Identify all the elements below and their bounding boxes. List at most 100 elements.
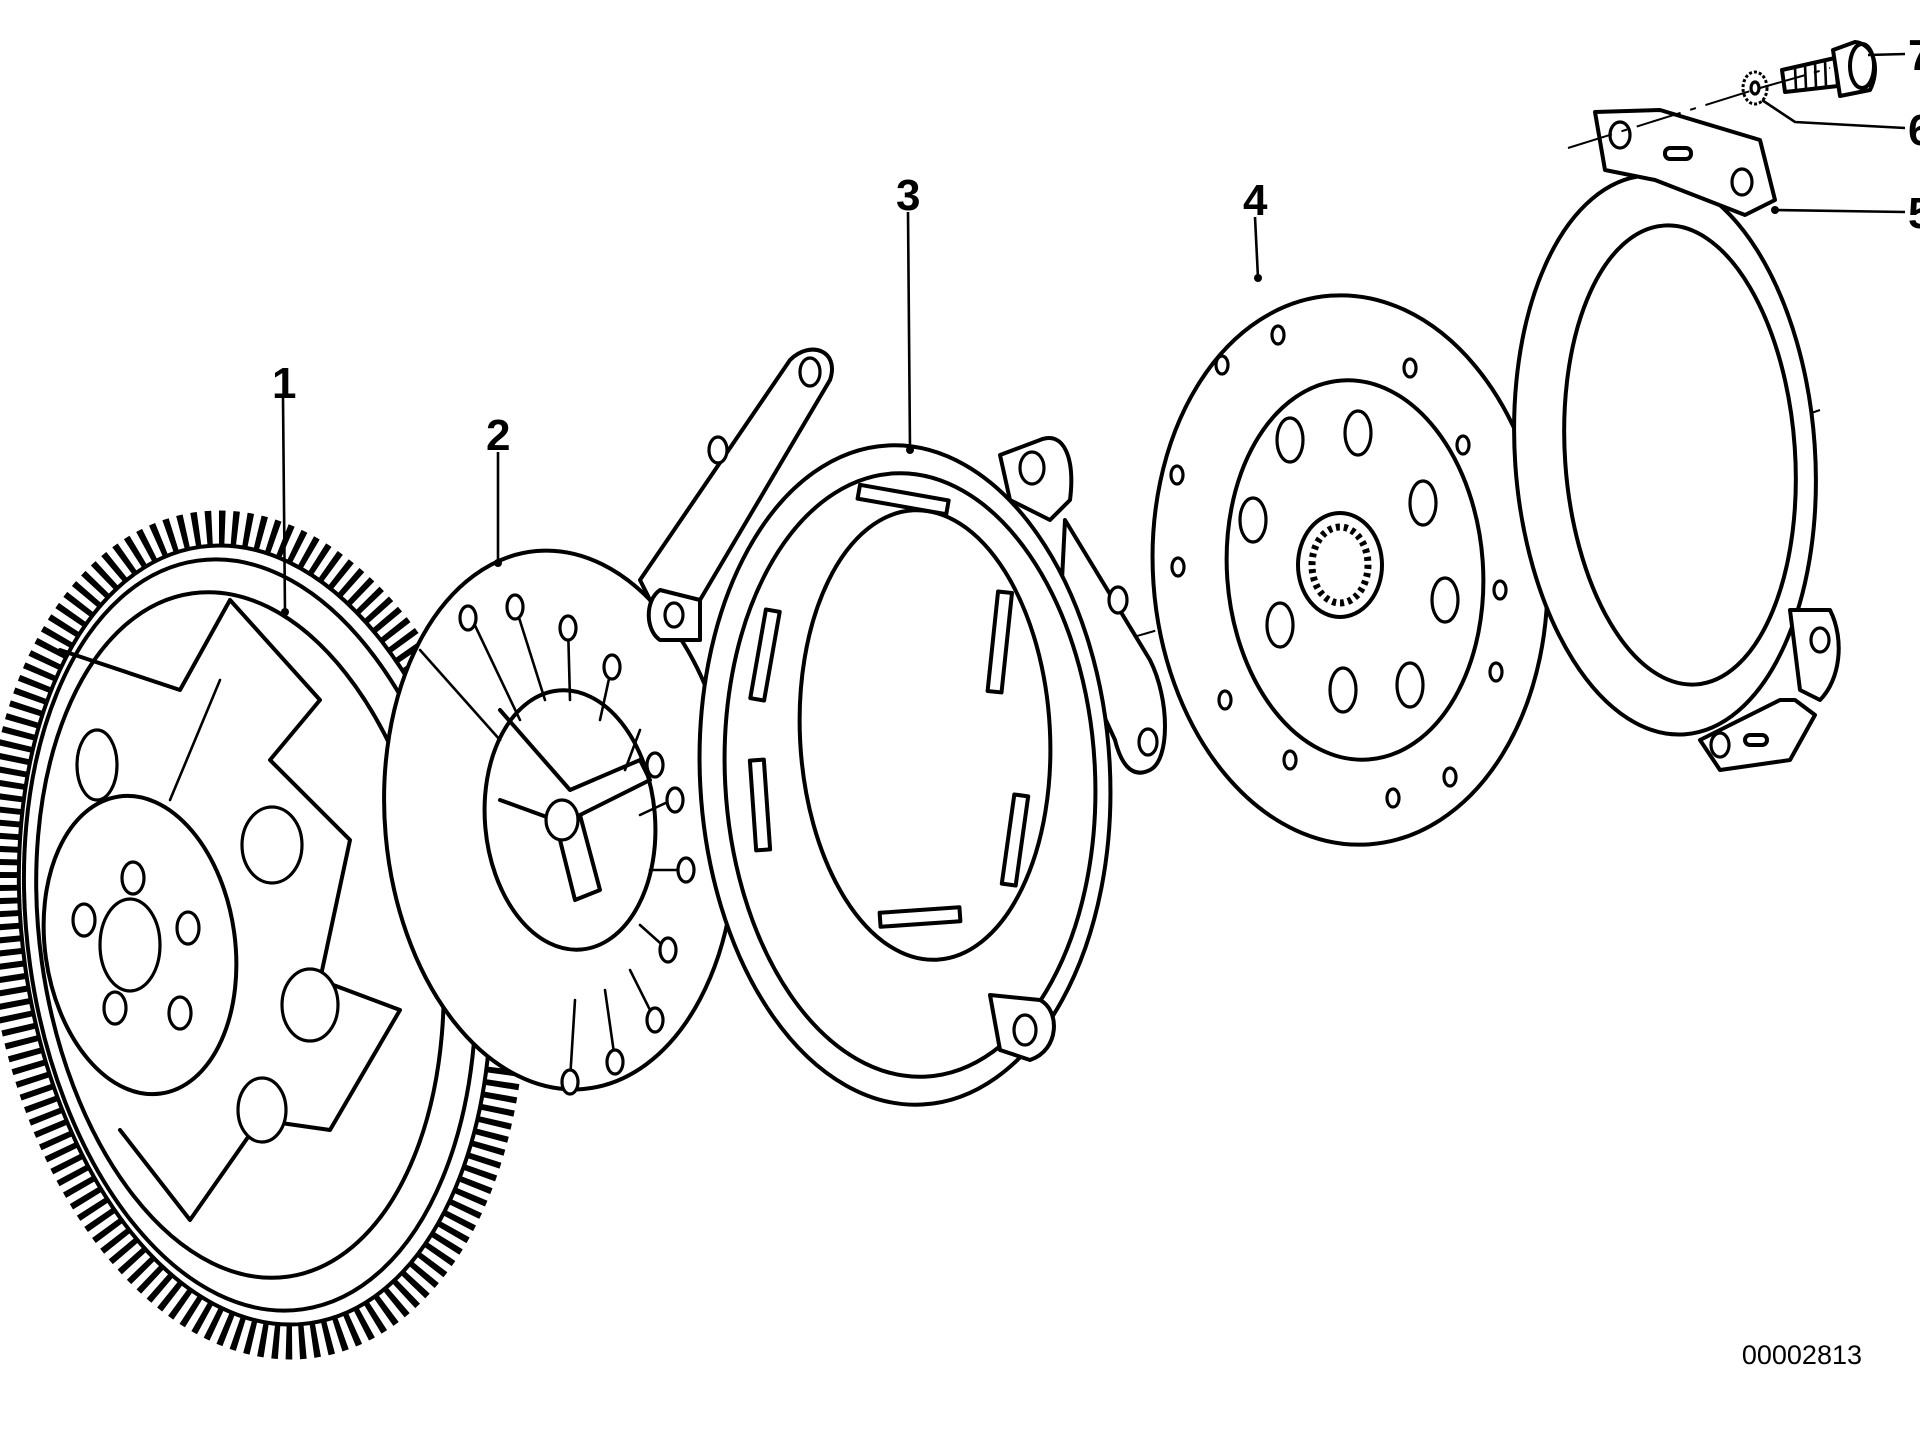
- pressure-plate-slot: [877, 905, 963, 929]
- friction-plate-bolt-hole: [1488, 661, 1504, 683]
- part-4-friction-plate[interactable]: [1134, 282, 1565, 858]
- clutch-disc-rivet: [605, 1048, 625, 1076]
- clutch-disc-spring-arm: [498, 708, 652, 902]
- lock-washer-hole: [1749, 80, 1761, 96]
- strap-hole: [1137, 727, 1159, 757]
- pressure-plate-slot: [748, 607, 782, 703]
- friction-plate-hole: [1265, 601, 1295, 649]
- leader-line-3: [906, 211, 912, 451]
- part-2-clutch-disc[interactable]: [362, 536, 758, 1104]
- screw-head-face: [1848, 42, 1876, 90]
- friction-plate-bolt-hole: [1214, 354, 1230, 376]
- friction-plate-inner: [1224, 378, 1486, 762]
- part-label-6: 6: [1908, 106, 1920, 155]
- clutch-disc-rivet: [676, 856, 696, 884]
- leader-line-1: [281, 397, 287, 613]
- tab-hole: [1809, 626, 1831, 654]
- friction-plate-hole: [1408, 479, 1438, 527]
- clutch-disc-rivet: [602, 653, 622, 681]
- friction-plate-bolt-hole: [1169, 464, 1185, 486]
- pressure-plate-slot: [747, 757, 773, 853]
- part-label-1: 1: [272, 359, 296, 408]
- flywheel-detail-line: [168, 678, 222, 802]
- flywheel-lightening-hole: [75, 728, 119, 802]
- part-label-2: 2: [486, 411, 510, 460]
- clutch-cover-right-tab: [1788, 608, 1841, 702]
- friction-plate-bolt-hole: [1170, 556, 1186, 578]
- pressure-plate-upper-strap: [638, 347, 834, 622]
- clutch-disc-center-hole: [544, 798, 580, 842]
- clutch-disc-rivet: [558, 614, 578, 642]
- part-7-screw[interactable]: [1780, 40, 1877, 98]
- pressure-plate-right-strap: [1058, 518, 1167, 775]
- fastener-axis: [1567, 87, 1761, 149]
- friction-plate-spline: [1308, 523, 1372, 607]
- clutch-disc-rivet: [560, 1068, 580, 1096]
- friction-plate-hole: [1275, 416, 1305, 464]
- friction-plate-hole: [1328, 666, 1358, 714]
- part-label-5: 5: [1908, 189, 1920, 238]
- friction-plate-bolt-hole: [1402, 357, 1418, 379]
- pressure-plate-ridge: [722, 471, 1098, 1079]
- flywheel-lightening-hole: [240, 805, 304, 885]
- tab-hole: [1730, 167, 1754, 197]
- friction-plate-bolt-hole: [1385, 787, 1401, 809]
- screw-thread: [1780, 56, 1840, 94]
- fastener-axis: [1759, 67, 1831, 89]
- leader-line-4: [1253, 216, 1260, 279]
- flywheel-center-bore: [98, 897, 162, 993]
- leader-line-7: [1867, 52, 1906, 57]
- thread-line: [1803, 63, 1808, 90]
- clutch-disc-rivet: [658, 936, 678, 964]
- lug-hole: [1012, 1013, 1038, 1047]
- tab-hole: [1608, 120, 1632, 150]
- friction-plate-bolt-hole: [1492, 579, 1508, 601]
- friction-plate-bolt-hole: [1217, 689, 1233, 711]
- flywheel-bolt-hole: [102, 990, 128, 1026]
- clutch-disc-rivet: [505, 593, 525, 621]
- part-5-clutch-cover[interactable]: [1496, 108, 1841, 772]
- friction-plate-hole: [1395, 661, 1425, 709]
- pressure-plate-slot: [999, 792, 1031, 888]
- part-label-4: 4: [1243, 176, 1268, 225]
- flywheel-hub: [41, 793, 239, 1097]
- lug-hole: [663, 601, 685, 629]
- leader-line-6: [1761, 98, 1906, 130]
- tab-slot: [1743, 733, 1769, 747]
- friction-plate-bolt-hole: [1455, 434, 1471, 456]
- flywheel-bolt-hole: [71, 902, 97, 938]
- tab-hole: [1709, 731, 1731, 759]
- ring-gear-teeth: [0, 510, 527, 1360]
- lug-hole: [1018, 450, 1046, 486]
- flywheel-bolt-hole: [120, 860, 146, 896]
- flywheel-bolt-hole: [175, 910, 201, 946]
- part-label-3: 3: [896, 171, 920, 220]
- friction-plate-hole: [1430, 576, 1460, 624]
- strap-hole: [707, 435, 729, 465]
- clutch-disc-hub-plate: [482, 688, 658, 952]
- friction-plate-hole: [1343, 409, 1373, 457]
- clutch-disc-rivet: [645, 751, 665, 779]
- pressure-plate-slot: [985, 589, 1014, 695]
- part-1-flywheel[interactable]: [0, 494, 560, 1376]
- thread-line: [1813, 61, 1818, 89]
- strap-hole: [798, 356, 822, 388]
- clutch-cover-outer: [1512, 173, 1818, 737]
- friction-plate-bolt-hole: [1282, 749, 1298, 771]
- leader-lines: [281, 52, 1906, 616]
- friction-plate-hole: [1238, 496, 1268, 544]
- clutch-disc-rivet: [665, 786, 685, 814]
- friction-plate-bolt-hole: [1270, 324, 1286, 346]
- tab-slot: [1663, 146, 1693, 161]
- flywheel-lightening-hole: [280, 967, 340, 1043]
- leader-line-5: [1774, 208, 1906, 214]
- clutch-cover-inner: [1562, 223, 1798, 687]
- friction-plate-bolt-hole: [1442, 766, 1458, 788]
- clutch-disc-rivet: [458, 604, 478, 632]
- strap-hole: [1107, 585, 1129, 615]
- thread-line: [1823, 59, 1828, 88]
- flywheel-lightening-hole: [236, 1076, 288, 1144]
- pressure-plate-slot: [855, 482, 951, 517]
- part-3-pressure-plate[interactable]: [638, 347, 1167, 1116]
- part-label-7: 7: [1908, 31, 1920, 80]
